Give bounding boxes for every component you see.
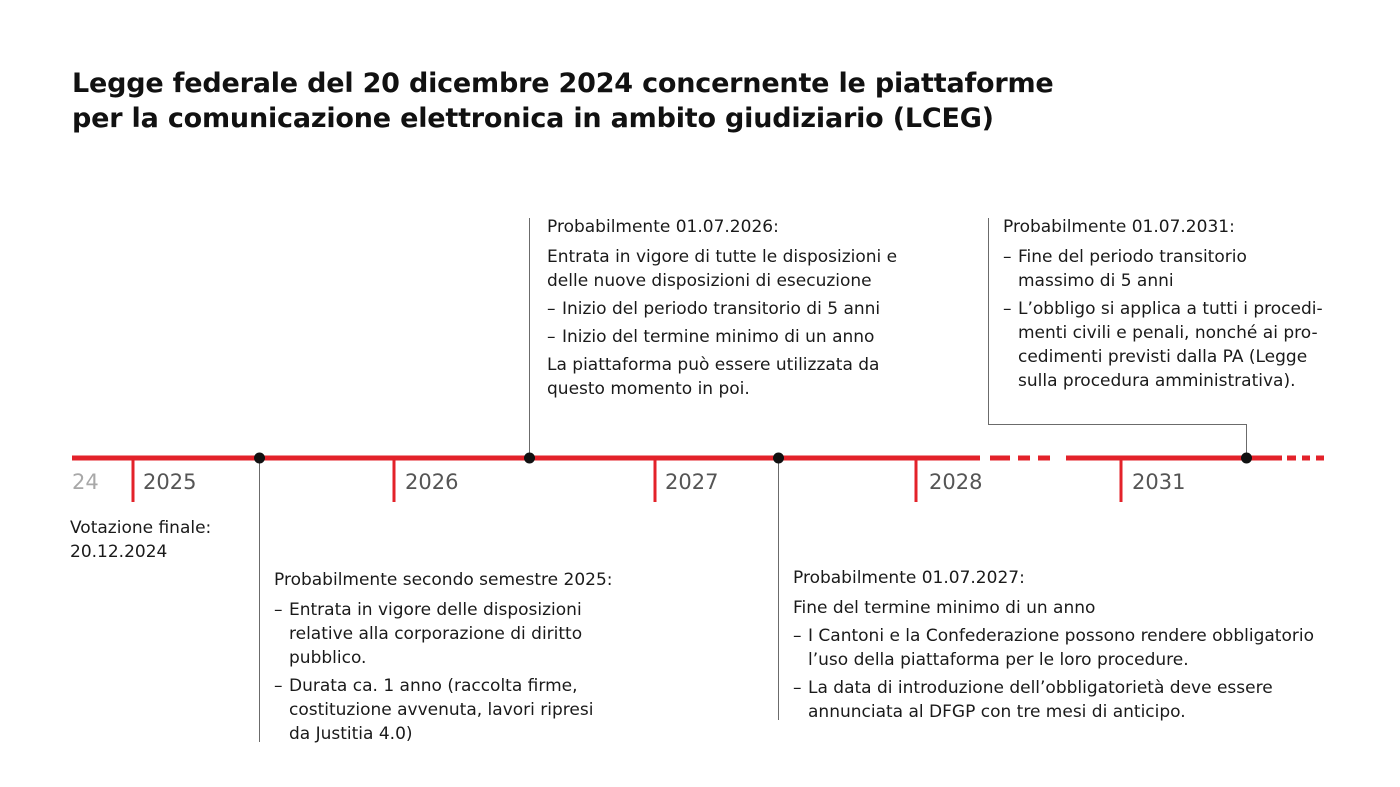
bullet-line: Fine del periodo transitorio bbox=[1018, 247, 1247, 267]
bullet-line: Inizio del periodo transitorio di 5 anni bbox=[562, 299, 881, 319]
year-label-2025: 2025 bbox=[143, 470, 197, 494]
bullet-line: menti civili e penali, nonché ai pro- bbox=[1018, 323, 1318, 343]
note-bullet: – Inizio del periodo transitorio di 5 an… bbox=[547, 297, 947, 321]
bullet-line: annunciata al DFGP con tre mesi di antic… bbox=[808, 702, 1186, 722]
dash-mark: – bbox=[793, 626, 802, 646]
note-bullet: – I Cantoni e la Confederazione possono … bbox=[793, 624, 1353, 672]
title-line-2: per la comunicazione elettronica in ambi… bbox=[72, 103, 994, 134]
dash-mark: – bbox=[274, 676, 283, 696]
note-paragraph: Fine del termine minimo di un anno bbox=[793, 596, 1353, 620]
final-vote-label: Votazione finale: bbox=[70, 518, 212, 538]
bullet-line: costituzione avvenuta, lavori ripresi bbox=[289, 700, 594, 720]
title-line-1: Legge federale del 20 dicembre 2024 conc… bbox=[72, 68, 1054, 99]
bullet-line: L’obbligo si applica a tutti i procedi- bbox=[1018, 299, 1323, 319]
note-jul-2026: Probabilmente 01.07.2026: Entrata in vig… bbox=[547, 215, 947, 405]
year-label-2027: 2027 bbox=[665, 470, 719, 494]
bullet-line: da Justitia 4.0) bbox=[289, 724, 413, 744]
note-final-vote: Votazione finale: 20.12.2024 bbox=[70, 516, 211, 564]
event-marker-jul-2027 bbox=[773, 452, 784, 464]
note-bullet: – Inizio del termine minimo di un anno bbox=[547, 325, 947, 349]
year-label-2028: 2028 bbox=[929, 470, 983, 494]
bullet-line: l’uso della piattaforma per le loro proc… bbox=[808, 650, 1189, 670]
note-bullet: – Fine del periodo transitorio massimo d… bbox=[1003, 245, 1343, 293]
bullet-line: Inizio del termine minimo di un anno bbox=[562, 327, 875, 347]
note-bullet: – Entrata in vigore delle disposizioni r… bbox=[274, 598, 634, 670]
note-heading: Probabilmente 01.07.2031: bbox=[1003, 217, 1235, 237]
event-marker-jul-2031 bbox=[1241, 452, 1252, 464]
bullet-line: Entrata in vigore delle disposizioni bbox=[289, 600, 582, 620]
year-label-2031: 2031 bbox=[1132, 470, 1186, 494]
bullet-line: sulla procedura amministrativa). bbox=[1018, 371, 1296, 391]
bullet-line: pubblico. bbox=[289, 648, 367, 668]
note-jul-2031: Probabilmente 01.07.2031: – Fine del per… bbox=[1003, 215, 1343, 397]
note-bullet: – La data di introduzione dell’obbligato… bbox=[793, 676, 1353, 724]
paragraph-line: La piattaforma può essere utilizzata da bbox=[547, 355, 880, 375]
note-bullet: – L’obbligo si applica a tutti i procedi… bbox=[1003, 297, 1343, 393]
dash-mark: – bbox=[1003, 247, 1012, 267]
dash-mark: – bbox=[793, 678, 802, 698]
paragraph-line: delle nuove disposizioni di esecuzione bbox=[547, 271, 872, 291]
final-vote-date: 20.12.2024 bbox=[70, 542, 168, 562]
paragraph-line: Entrata in vigore di tutte le disposizio… bbox=[547, 247, 898, 267]
bullet-line: massimo di 5 anni bbox=[1018, 271, 1174, 291]
bullet-line: Durata ca. 1 anno (raccolta firme, bbox=[289, 676, 578, 696]
dash-mark: – bbox=[1003, 299, 1012, 319]
event-marker-jul-2026 bbox=[524, 452, 535, 464]
bullet-line: cedimenti previsti dalla PA (Legge bbox=[1018, 347, 1308, 367]
year-label-2024: 24 bbox=[72, 470, 99, 494]
note-paragraph: La piattaforma può essere utilizzata da … bbox=[547, 353, 947, 401]
note-heading: Probabilmente secondo semestre 2025: bbox=[274, 570, 613, 590]
bullet-line: I Cantoni e la Confederazione possono re… bbox=[808, 626, 1314, 646]
paragraph-line: Fine del termine minimo di un anno bbox=[793, 598, 1096, 618]
bullet-line: La data di introduzione dell’obbligatori… bbox=[808, 678, 1273, 698]
note-bullet: – Durata ca. 1 anno (raccolta firme, cos… bbox=[274, 674, 634, 746]
paragraph-line: questo momento in poi. bbox=[547, 379, 750, 399]
dash-mark: – bbox=[274, 600, 283, 620]
note-heading: Probabilmente 01.07.2026: bbox=[547, 217, 779, 237]
note-h2-2025: Probabilmente secondo semestre 2025: – E… bbox=[274, 568, 634, 750]
note-heading: Probabilmente 01.07.2027: bbox=[793, 568, 1025, 588]
bullet-line: relative alla corporazione di diritto bbox=[289, 624, 583, 644]
event-marker-h2-2025 bbox=[254, 452, 265, 464]
leader-line-jul-2031 bbox=[988, 218, 1247, 458]
dash-mark: – bbox=[547, 299, 556, 319]
dash-mark: – bbox=[547, 327, 556, 347]
year-label-2026: 2026 bbox=[405, 470, 459, 494]
page-title: Legge federale del 20 dicembre 2024 conc… bbox=[72, 66, 1054, 136]
note-jul-2027: Probabilmente 01.07.2027: Fine del termi… bbox=[793, 566, 1353, 728]
note-paragraph: Entrata in vigore di tutte le disposizio… bbox=[547, 245, 947, 293]
